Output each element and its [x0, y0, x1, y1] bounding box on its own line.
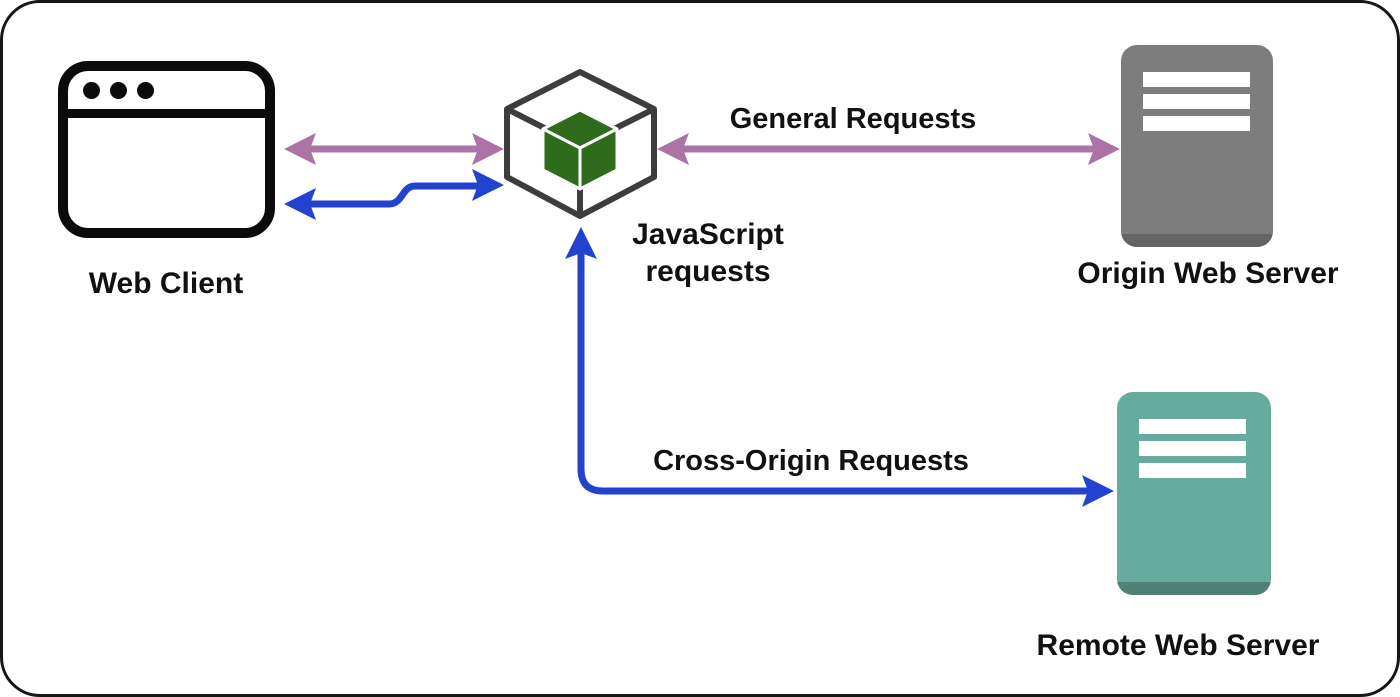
client-module-js-arrowhead-right [472, 169, 504, 201]
origin-web-server-icon [1121, 45, 1273, 247]
cross-origin-arrowhead-up [565, 227, 597, 259]
origin-web-server-label: Origin Web Server [1077, 257, 1339, 290]
server-base-shadow [1117, 582, 1271, 595]
cross-origin-arrowhead-right [1082, 475, 1114, 507]
client-module-arrowhead-right [472, 133, 504, 165]
cross-origin-arrow-shaft [577, 251, 1091, 495]
arrows-layer [284, 133, 1120, 507]
server-slot-bar [1143, 116, 1250, 131]
general-requests-arrowhead-right [1088, 133, 1120, 165]
server-slot-bar [1139, 419, 1246, 434]
remote-web-server-label: Remote Web Server [1036, 629, 1320, 662]
window-control-dot [110, 81, 127, 99]
client-module-js-arrowhead-left [284, 188, 316, 220]
inner-cube-left-face [541, 127, 582, 191]
server-slot-bar [1143, 94, 1250, 109]
browser-titlebar [68, 71, 265, 118]
web-client-icon [58, 61, 275, 238]
remote-web-server-icon [1117, 392, 1271, 595]
server-slots [1139, 419, 1246, 478]
server-slot-bar [1143, 72, 1250, 87]
cross-origin-arrow [565, 227, 1114, 507]
server-slot-bar [1139, 463, 1246, 478]
client-module-js-arrow-shaft [306, 182, 481, 208]
javascript-requests-label-line1: JavaScript [632, 218, 784, 251]
javascript-module-cube-icon [504, 69, 657, 219]
javascript-requests-label: JavaScript requests [593, 216, 823, 290]
window-control-dot [137, 81, 154, 99]
cross-origin-requests-label: Cross-Origin Requests [653, 445, 969, 477]
window-control-dot [83, 81, 100, 99]
client-module-arrow [284, 133, 504, 165]
server-base-shadow [1121, 234, 1273, 247]
general-requests-arrowhead-left [657, 133, 689, 165]
client-module-arrowhead-left [284, 133, 316, 165]
client-module-js-arrow [284, 169, 504, 220]
server-slots [1143, 72, 1250, 131]
javascript-requests-label-line2: requests [645, 255, 771, 288]
web-client-label: Web Client [88, 267, 244, 300]
general-requests-label: General Requests [729, 103, 977, 135]
server-slot-bar [1139, 441, 1246, 456]
general-requests-arrow [657, 133, 1120, 165]
